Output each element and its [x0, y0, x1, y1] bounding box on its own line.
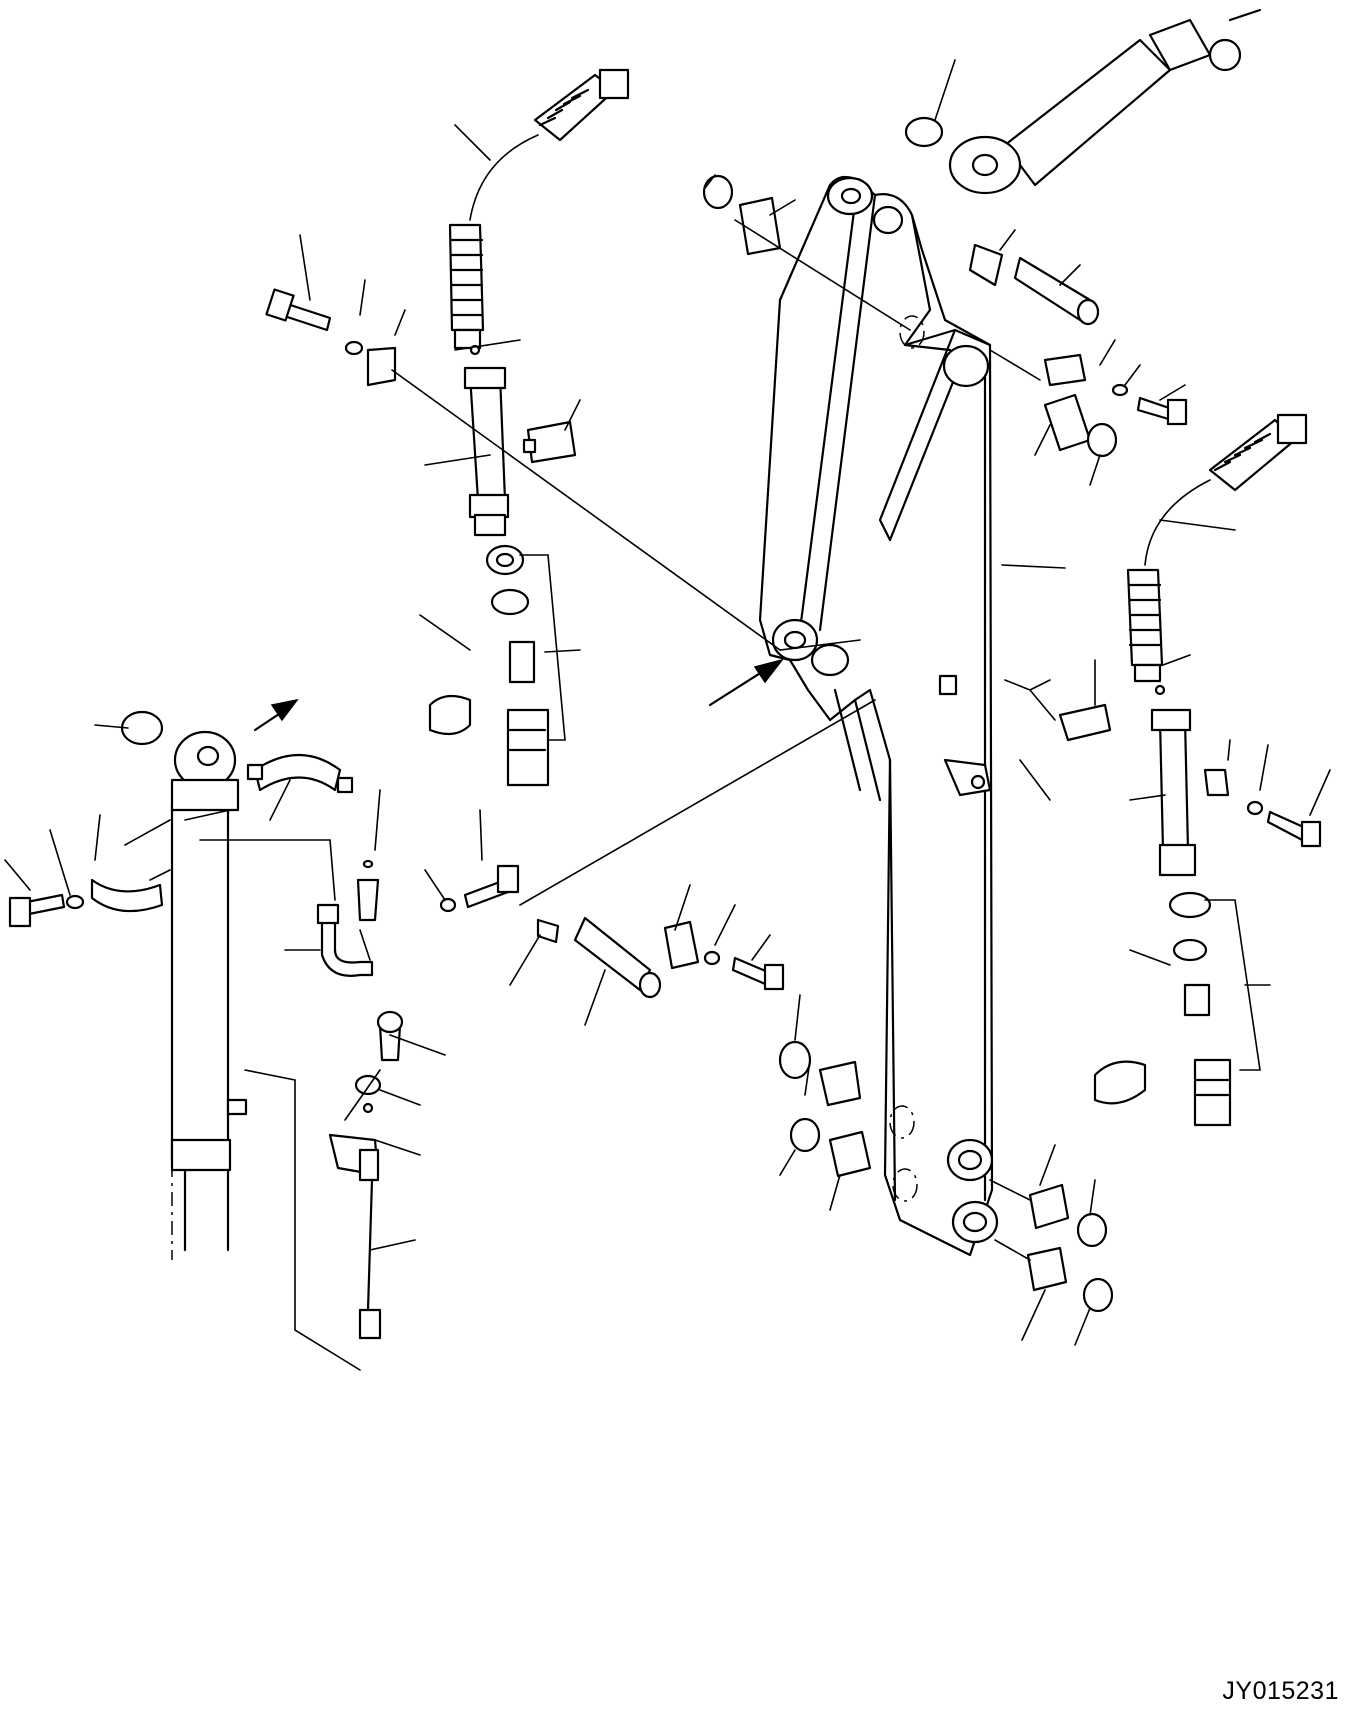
grease-fitting-assembly-right — [1093, 708, 1261, 1127]
hardware-parts — [8, 116, 1322, 1340]
grease-hose-upper — [448, 68, 630, 356]
grease-fitting-assembly-upper — [428, 366, 566, 787]
arm-assembly — [758, 175, 999, 1257]
boom-cylinder — [170, 730, 248, 1260]
grease-hose-right — [1126, 413, 1308, 696]
arm-cylinder-rod — [948, 8, 1262, 195]
leader-lines — [4, 59, 1331, 1371]
drawing-code: JY015231 — [1222, 1677, 1339, 1705]
